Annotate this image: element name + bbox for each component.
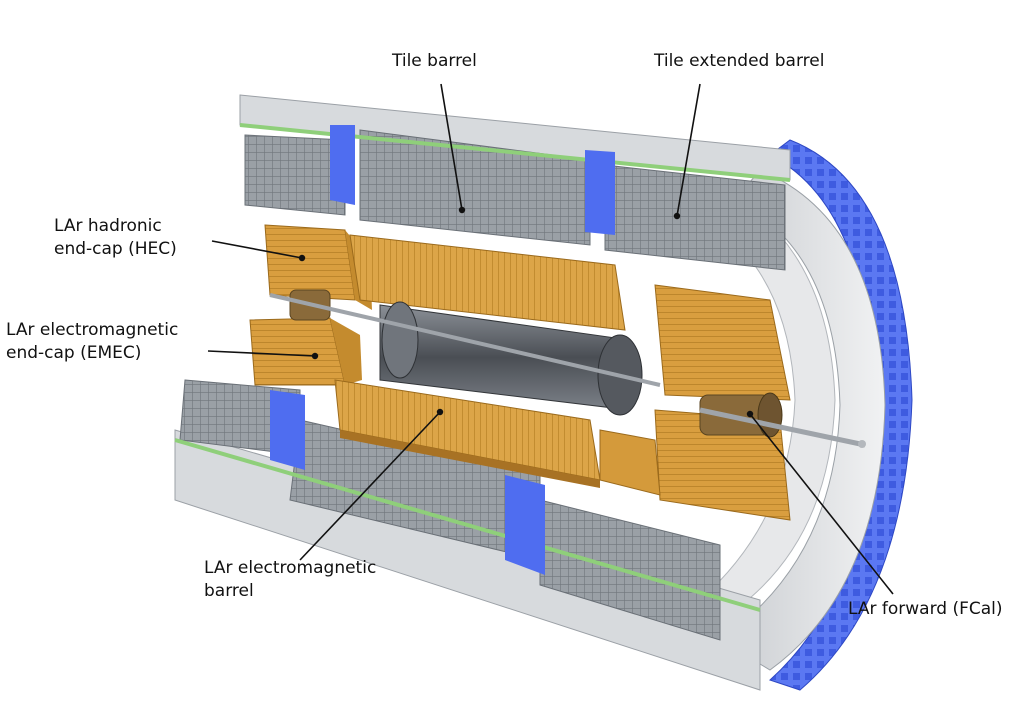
leader-em-barrel — [299, 411, 441, 561]
label-tile-extended-barrel: Tile extended barrel — [654, 51, 825, 71]
tile-barrel-top — [239, 94, 791, 271]
label-fcal: LAr forward (FCal) — [848, 599, 1003, 619]
label-tile-barrel: Tile barrel — [392, 51, 477, 71]
lar-emec-left — [249, 289, 362, 386]
leader-tile-barrel — [440, 83, 463, 211]
label-hec-line1: LAr hadronic — [54, 216, 162, 236]
inner-detector — [269, 293, 661, 416]
lar-endcap-right — [599, 284, 791, 521]
label-emec-line1: LAr electromagnetic — [6, 320, 179, 340]
label-em-barrel-line2: barrel — [204, 581, 254, 601]
leader-hec — [211, 240, 303, 259]
leader-tile-extended-barrel — [676, 83, 701, 217]
label-emec-line2: end-cap (EMEC) — [6, 343, 142, 363]
lar-em-barrel-top — [349, 234, 626, 331]
leader-lines — [207, 83, 894, 595]
leader-emec — [207, 350, 316, 357]
leader-fcal — [749, 413, 894, 595]
label-hec-line2: end-cap (HEC) — [54, 239, 177, 259]
tile-barrel-bottom — [174, 379, 761, 691]
label-em-barrel-line1: LAr electromagnetic — [204, 558, 377, 578]
lar-fcal-right — [699, 392, 866, 448]
